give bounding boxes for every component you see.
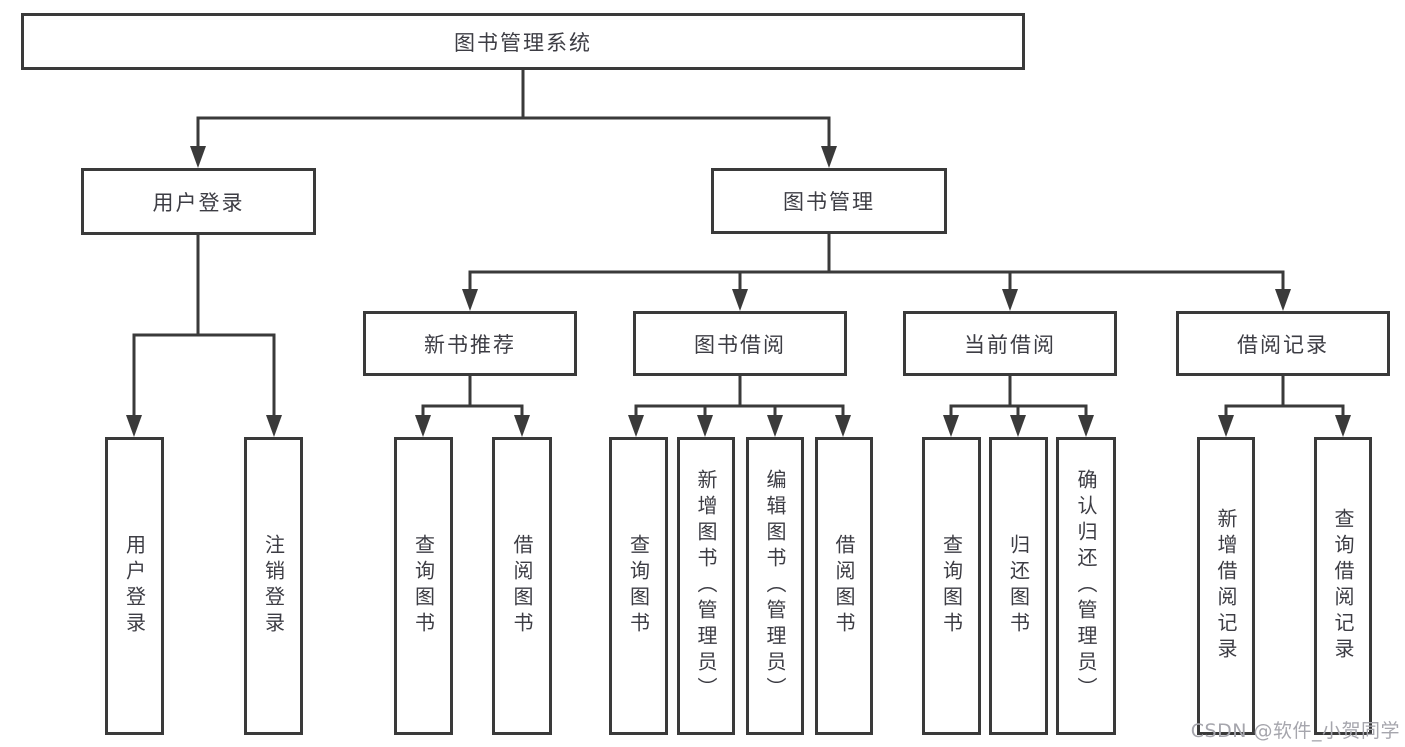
node-logout: 注销登录 xyxy=(244,437,303,735)
arrowhead-down-icon xyxy=(1002,289,1018,311)
node-label-current-borrow: 当前借阅 xyxy=(964,332,1056,357)
node-cb-return: 归还图书 xyxy=(989,437,1048,735)
node-borrow-records: 借阅记录 xyxy=(1176,311,1390,376)
node-label-book-borrow: 图书借阅 xyxy=(694,332,786,357)
node-label-bb-borrow: 借阅图书 xyxy=(832,534,856,638)
arrowhead-down-icon xyxy=(126,415,142,437)
arrowhead-down-icon xyxy=(1010,415,1026,437)
node-nb-query: 查询图书 xyxy=(394,437,453,735)
node-book-borrow: 图书借阅 xyxy=(633,311,847,376)
arrowhead-down-icon xyxy=(415,415,431,437)
arrowhead-down-icon xyxy=(190,146,206,168)
arrowhead-down-icon xyxy=(628,415,644,437)
node-bb-query: 查询图书 xyxy=(609,437,668,735)
node-label-br-add: 新增借阅记录 xyxy=(1214,508,1238,664)
node-root: 图书管理系统 xyxy=(21,13,1025,70)
node-label-cb-return: 归还图书 xyxy=(1006,534,1031,638)
arrowhead-down-icon xyxy=(1335,415,1351,437)
node-nb-borrow: 借阅图书 xyxy=(492,437,552,735)
node-br-add: 新增借阅记录 xyxy=(1197,437,1255,735)
node-book-mgmt: 图书管理 xyxy=(711,168,947,234)
arrowhead-down-icon xyxy=(1218,415,1234,437)
node-label-bb-add: 新增图书（管理员） xyxy=(694,469,718,703)
arrowhead-down-icon xyxy=(514,415,530,437)
node-login: 用户登录 xyxy=(105,437,164,735)
arrowhead-down-icon xyxy=(1078,415,1094,437)
node-label-user-login: 用户登录 xyxy=(152,190,245,215)
node-bb-edit: 编辑图书（管理员） xyxy=(746,437,804,735)
node-label-br-query: 查询借阅记录 xyxy=(1331,508,1355,664)
connector-path xyxy=(132,68,1345,425)
node-label-bb-edit: 编辑图书（管理员） xyxy=(763,469,787,703)
node-label-bb-query: 查询图书 xyxy=(626,534,651,638)
node-label-cb-confirm: 确认归还（管理员） xyxy=(1074,469,1098,703)
node-label-logout: 注销登录 xyxy=(261,534,286,638)
node-bb-borrow: 借阅图书 xyxy=(815,437,873,735)
node-user-login: 用户登录 xyxy=(81,168,316,235)
node-current-borrow: 当前借阅 xyxy=(903,311,1117,376)
arrowhead-down-icon xyxy=(835,415,851,437)
arrowhead-down-icon xyxy=(1275,289,1291,311)
watermark: CSDN @软件_小贺同学 xyxy=(1190,720,1400,742)
node-bb-add: 新增图书（管理员） xyxy=(677,437,735,735)
arrowhead-down-icon xyxy=(697,415,713,437)
arrowhead-down-icon xyxy=(462,289,478,311)
node-label-nb-borrow: 借阅图书 xyxy=(510,534,534,638)
node-new-book-rec: 新书推荐 xyxy=(363,311,577,376)
node-label-nb-query: 查询图书 xyxy=(411,534,436,638)
node-label-login: 用户登录 xyxy=(122,534,147,638)
node-label-root: 图书管理系统 xyxy=(454,30,592,55)
arrowhead-down-icon xyxy=(821,146,837,168)
arrowhead-down-icon xyxy=(943,415,959,437)
node-label-borrow-records: 借阅记录 xyxy=(1237,332,1329,357)
node-label-new-book-rec: 新书推荐 xyxy=(424,332,516,357)
node-label-book-mgmt: 图书管理 xyxy=(783,190,875,214)
arrowhead-down-icon xyxy=(266,415,282,437)
arrowhead-down-icon xyxy=(767,415,783,437)
node-br-query: 查询借阅记录 xyxy=(1314,437,1372,735)
node-label-cb-query: 查询图书 xyxy=(939,534,964,638)
node-cb-confirm: 确认归还（管理员） xyxy=(1056,437,1116,735)
node-cb-query: 查询图书 xyxy=(922,437,981,735)
arrowhead-down-icon xyxy=(732,289,748,311)
